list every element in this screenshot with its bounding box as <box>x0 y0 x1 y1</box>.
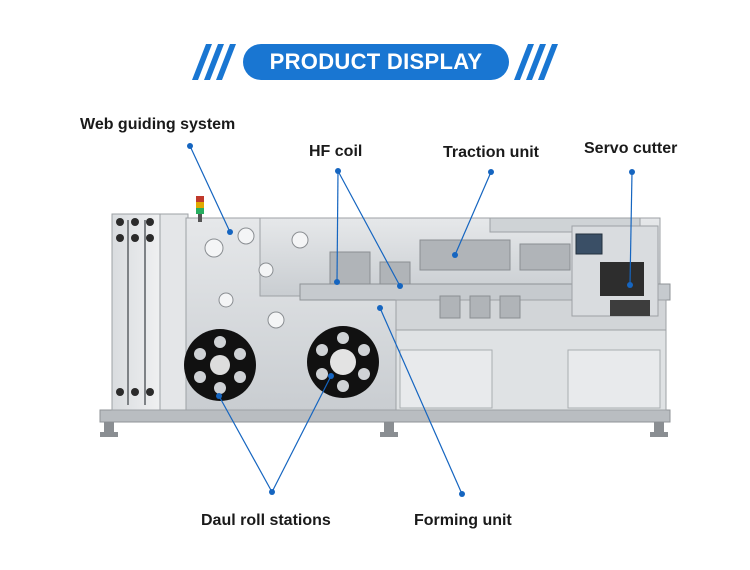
callout-lines <box>189 145 633 495</box>
label-daul-roll-stations: Daul roll stations <box>201 512 331 529</box>
label-servo-cutter: Servo cutter <box>584 140 678 157</box>
page-title: PRODUCT DISPLAY <box>243 44 509 80</box>
label-traction-unit: Traction unit <box>443 144 539 161</box>
stripe-decoration-left <box>192 44 236 80</box>
roll-station-right <box>307 326 379 398</box>
label-web-guiding-system: Web guiding system <box>80 116 236 133</box>
label-forming-unit: Forming unit <box>414 512 512 529</box>
callout-dots <box>187 143 635 497</box>
label-hf-coil: HF coil <box>309 143 363 160</box>
roll-station-left <box>184 329 256 401</box>
stripe-decoration-right <box>514 44 558 80</box>
title-banner: PRODUCT DISPLAY <box>190 44 562 82</box>
machine-body <box>99 196 671 437</box>
